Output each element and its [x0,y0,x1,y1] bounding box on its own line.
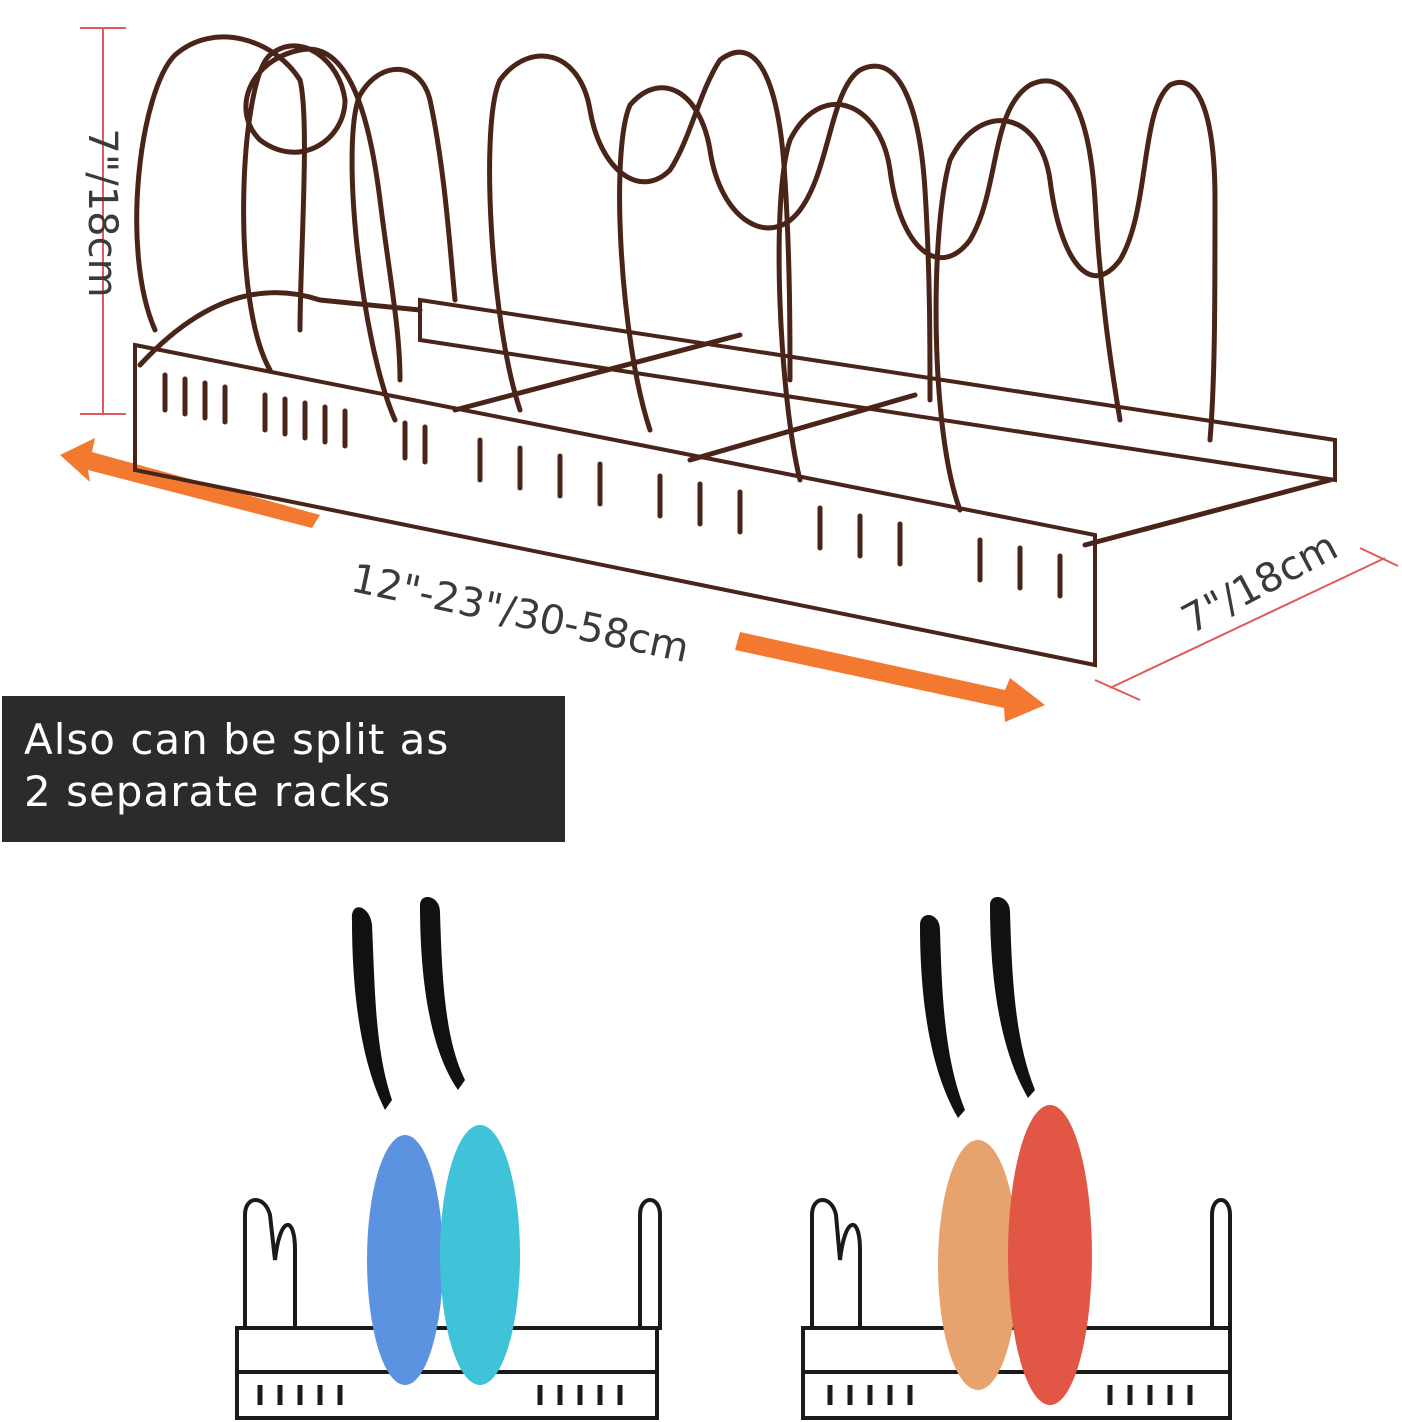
depth-dimension-line [1094,547,1399,701]
blue-pan [351,907,443,1385]
expand-right-arrow [735,632,1045,722]
split-info-banner: Also can be split as 2 separate racks [2,696,565,842]
height-dimension-line [80,27,126,415]
expandable-rack [133,34,1337,668]
red-pan [990,896,1092,1405]
banner-line-2: 2 separate racks [24,767,392,816]
teal-pan [420,896,520,1385]
height-dimension-label: 7"/18cm [79,128,125,298]
peach-pan [920,914,1018,1390]
banner-line-1: Also can be split as [24,715,450,764]
